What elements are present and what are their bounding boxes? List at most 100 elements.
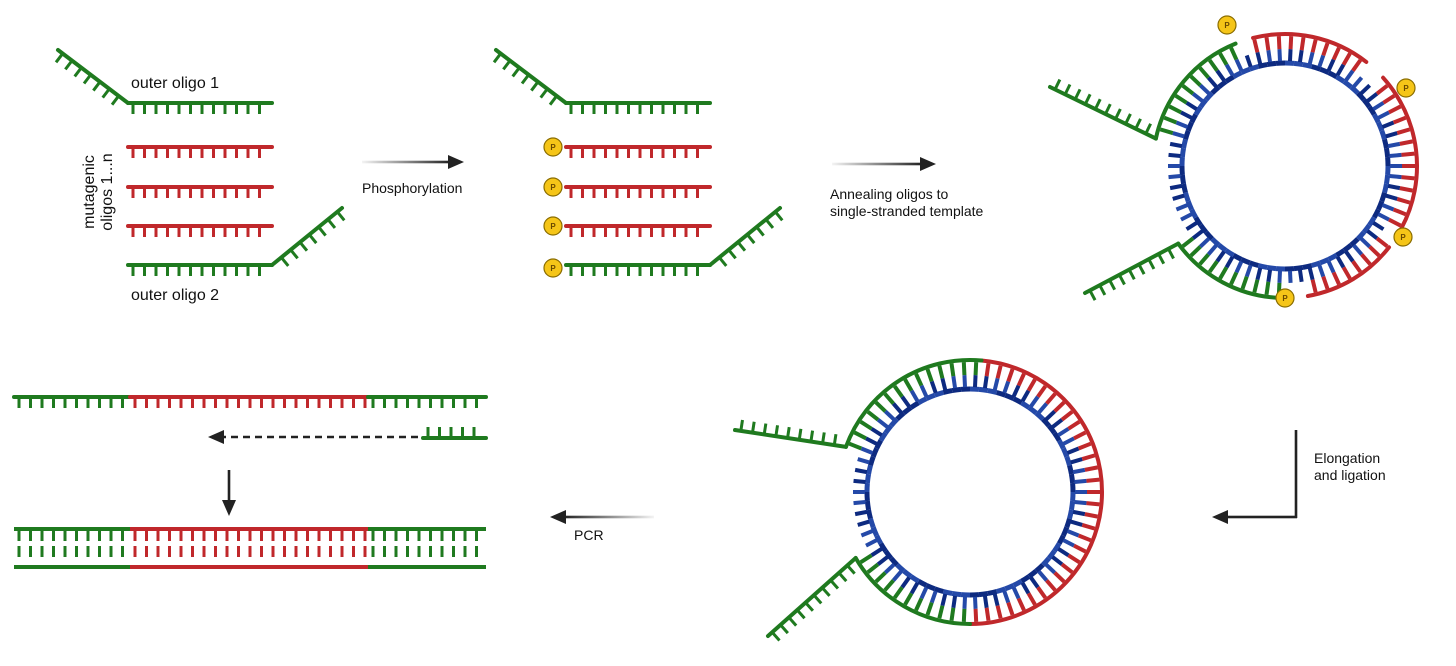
oligo-base [1220,267,1227,278]
oligo-base [861,422,872,429]
oligo-base [1029,593,1036,604]
oligo-base [1302,37,1304,50]
oligo-base [1389,106,1401,112]
template-base [1014,386,1019,397]
template-backbone-segment [873,448,876,456]
arrow-head [550,510,566,524]
template-backbone-segment [1294,63,1303,64]
backbone [710,208,780,265]
product-strand-middle [130,397,368,408]
template-base [995,594,998,606]
template-base [1354,245,1362,254]
template-backbone-segment [877,441,881,449]
template-backbone-segment [904,571,911,576]
template-base [921,386,926,397]
template-backbone-segment [1337,77,1345,82]
oligo-base [1200,68,1209,78]
template-base [1319,265,1323,276]
template-backbone-segment [1059,536,1063,544]
template-base [1071,459,1083,462]
template-base [1386,196,1398,199]
oligo-base [964,609,965,622]
mutagenic-label-line1: mutagenic [81,153,99,230]
template-backbone-segment [1212,239,1219,245]
annealing-label: Annealing oligos to single-stranded temp… [830,186,983,220]
elongation-label: Elongation and ligation [1314,450,1386,484]
template-backbone-segment [1384,184,1386,193]
oligo-base [987,363,989,376]
template-backbone-segment [1303,265,1312,267]
outer-oligo-2-flap [1085,244,1178,301]
annealing-label-line2: single-stranded template [830,203,983,220]
oligo-base [976,362,977,375]
template-backbone-segment [1226,77,1234,82]
template-backbone-segment [1234,255,1242,259]
phosphate-label: P [550,183,556,192]
template-backbone-segment [919,581,927,585]
template-base [1338,257,1344,267]
oligo-base [1231,272,1236,284]
template-backbone-segment [871,457,874,466]
template-base [885,564,894,572]
template-backbone-segment [1378,201,1381,209]
oligo-base [1291,36,1292,49]
oligo-base [927,369,931,381]
oligo-base [1383,96,1394,103]
ds-product-right [368,529,486,567]
outer-oligo-1-strand [566,103,710,114]
template-base [1257,52,1260,64]
template-base [912,391,918,401]
oligo-base [1323,43,1327,55]
template-backbone-segment [1059,441,1063,449]
backbone [272,208,342,265]
template-base [1058,429,1068,435]
template-backbone-segment [1267,267,1276,268]
template-backbone-segment [1071,474,1072,483]
template-backbone-segment [1063,527,1066,535]
template-base [893,571,901,580]
template-base [1373,223,1383,229]
template-base [1279,271,1280,283]
template-base [1170,144,1182,146]
template-backbone-segment [1267,63,1276,64]
template-base [1247,265,1251,276]
phosphate-icon: P [544,138,562,156]
template-backbone-segment [1219,82,1226,87]
oligo-base [1191,247,1200,256]
template-base [964,375,965,387]
oligo-base [1254,280,1257,293]
arrow-shaft [564,516,654,519]
oligo-base [1377,86,1387,94]
backbone [496,50,566,103]
template-base [1170,186,1182,188]
product-strand-left [14,397,130,408]
template-backbone-segment [935,589,944,592]
oligo-base [905,593,912,604]
oligo-base [861,555,872,562]
phosphate-icon: P [1394,228,1412,246]
template-base [1004,381,1008,392]
template-base [1236,60,1241,71]
extension-dashed-arrow [208,430,418,444]
template-backbone-segment [1036,565,1043,571]
template-base [1208,78,1216,87]
oligo-base [1394,209,1406,214]
template-base [1388,186,1400,188]
phosphate-label: P [1403,84,1409,93]
template-backbone-segment [1192,210,1196,218]
template-backbone-segment [1250,263,1259,266]
template-base [985,596,987,608]
template-base [1361,238,1370,246]
template-base [1329,262,1334,273]
template-base [902,397,909,407]
template-base [942,594,945,606]
template-base [1181,214,1192,219]
oligo-base [1313,280,1316,293]
oligo-base [1176,96,1187,103]
template-base [921,588,926,599]
oligo-base [1047,580,1056,590]
template-backbone-segment [1036,413,1043,419]
template-backbone-segment [1029,408,1036,413]
template-base [855,512,867,514]
template-backbone-segment [997,393,1006,396]
